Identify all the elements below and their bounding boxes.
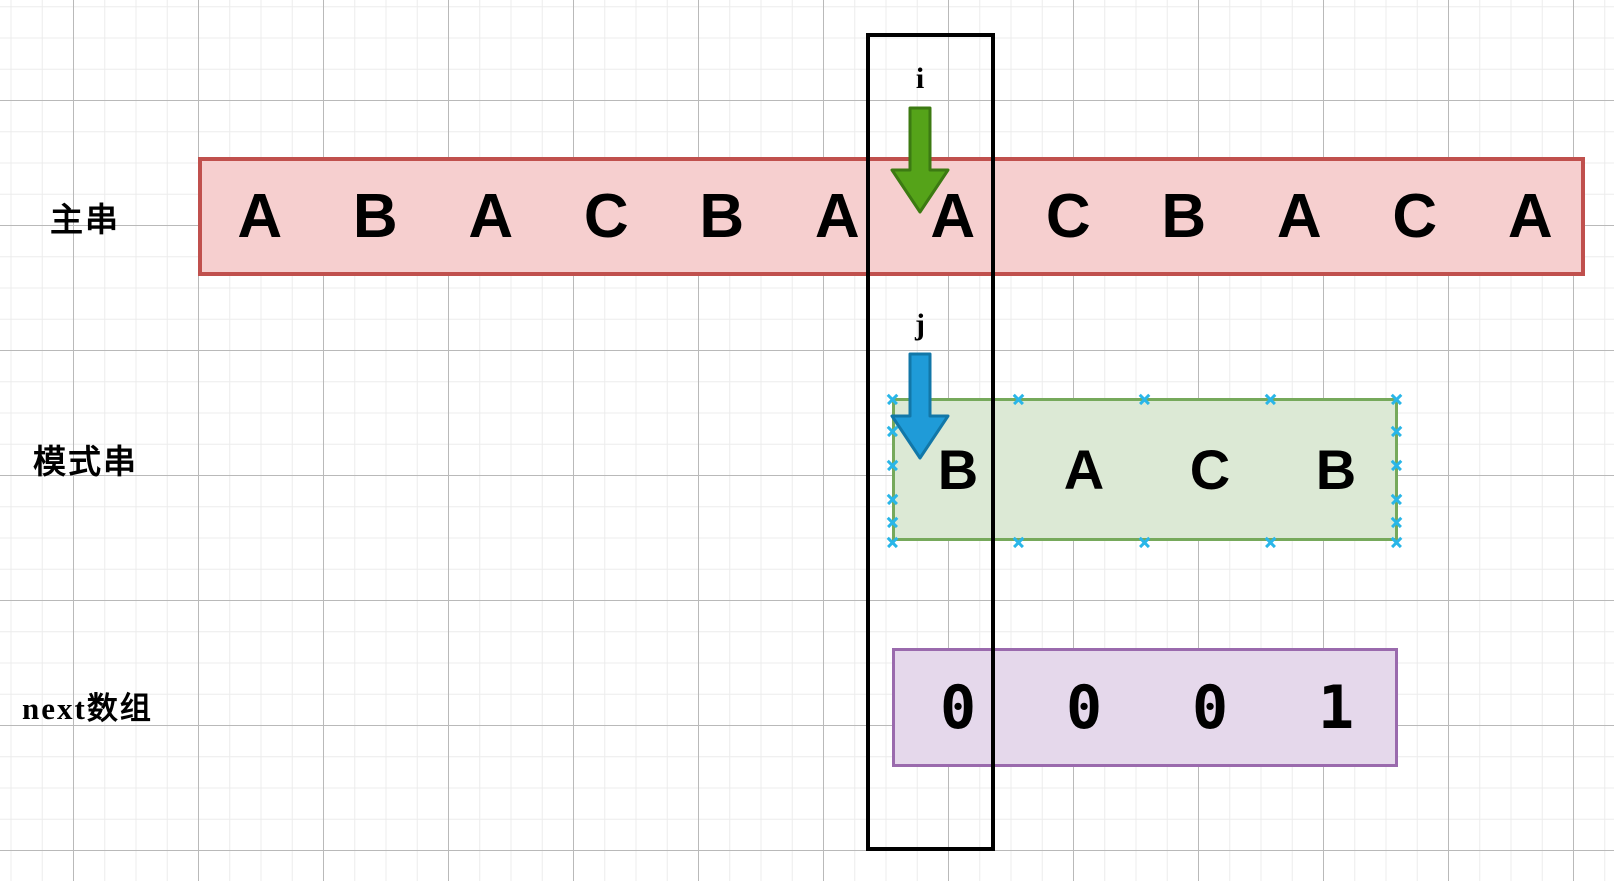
comparison-column-outline <box>866 33 995 851</box>
main-string-cell: A <box>468 181 514 251</box>
main-string-box[interactable]: A B A C B A A C B A C A <box>198 157 1585 276</box>
next-array-cell: 0 <box>939 672 977 743</box>
main-string-cell: B <box>352 181 398 251</box>
pattern-string-cell: C <box>1189 437 1231 501</box>
pattern-string-cell: A <box>1063 437 1105 501</box>
row-label-main-string: 主串 <box>50 203 120 239</box>
pattern-string-cell: B <box>1315 437 1357 501</box>
main-string-cell: A <box>237 181 283 251</box>
main-string-cell: A <box>1276 181 1322 251</box>
next-array-cell: 0 <box>1065 672 1103 743</box>
pattern-string-cells: B A C B <box>895 401 1395 538</box>
main-string-cell: A <box>1507 181 1553 251</box>
main-string-cell: A <box>814 181 860 251</box>
main-string-cell: C <box>583 181 629 251</box>
main-string-cell: C <box>1392 181 1438 251</box>
pattern-string-box[interactable]: B A C B <box>892 398 1398 541</box>
down-arrow-icon <box>890 106 950 214</box>
next-array-cell: 1 <box>1317 672 1355 743</box>
down-arrow-icon <box>890 352 950 460</box>
main-string-cell: A <box>930 181 976 251</box>
row-label-next-array: next数组 <box>22 691 153 726</box>
main-string-cells: A B A C B A A C B A C A <box>202 161 1581 272</box>
next-array-box[interactable]: 0 0 0 1 <box>892 648 1398 767</box>
row-label-pattern-string: 模式串 <box>33 445 138 481</box>
main-string-cell: C <box>1045 181 1091 251</box>
pointer-j-label: j <box>915 308 925 341</box>
main-string-cell: B <box>699 181 745 251</box>
next-array-cell: 0 <box>1191 672 1229 743</box>
pointer-i-label: i <box>915 62 925 95</box>
main-string-cell: B <box>1161 181 1207 251</box>
pattern-string-cell: B <box>937 437 979 501</box>
next-array-cells: 0 0 0 1 <box>895 651 1395 764</box>
